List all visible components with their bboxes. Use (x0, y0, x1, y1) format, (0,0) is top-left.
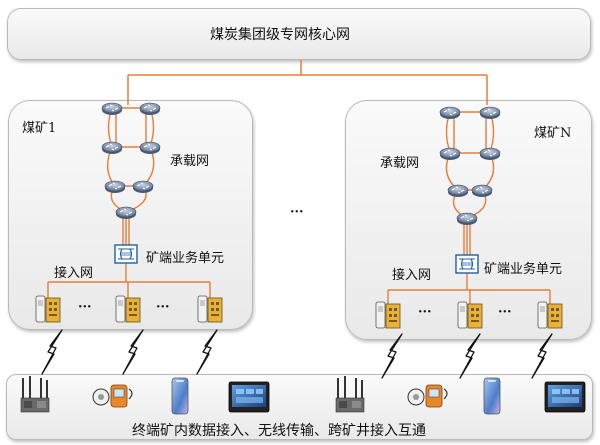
mine-1-ellipsis-b: ··· (156, 300, 170, 315)
wireless-bolt-5 (459, 333, 481, 379)
mine-n-router-6 (471, 184, 493, 198)
mine-1-router-2 (139, 102, 161, 116)
gateway-icon-1 (20, 375, 50, 413)
between-mines-ellipsis: ··· (290, 205, 304, 220)
mine-1-router-5 (104, 180, 126, 194)
mine-n-access-device-2 (457, 301, 483, 329)
mine-1-router-1 (101, 102, 123, 116)
mine-1-access-device-2 (115, 295, 141, 323)
wireless-bolt-2 (122, 329, 144, 375)
sensor-icon-2 (407, 384, 448, 408)
mine-n-access-device-3 (537, 301, 563, 329)
gateway-icon-2 (335, 375, 365, 413)
mine-n-router-3 (439, 147, 461, 161)
mine-1-access-device-3 (197, 295, 223, 323)
mine-1-unit-label: 矿端业务单元 (146, 251, 225, 266)
core-uplinks (127, 60, 488, 105)
core-network-box (7, 8, 591, 60)
mine-n-access-device-1 (375, 301, 401, 329)
mine-n-unit-icon (455, 254, 479, 274)
mine-1-access-device-1 (35, 295, 61, 323)
mine-n-router-4 (479, 147, 501, 161)
mine-1-router-6 (132, 180, 154, 194)
wireless-bolt-1 (41, 329, 63, 375)
smartphone-icon-1 (171, 377, 189, 415)
tablet-icon-1 (228, 381, 270, 413)
mine-n-router-5 (447, 184, 469, 198)
smartphone-icon-2 (483, 377, 501, 415)
mine-1-router-7 (115, 206, 137, 220)
mine-n-router-1 (439, 106, 461, 120)
mine-n-unit-label: 矿端业务单元 (484, 262, 563, 277)
wireless-bolt-6 (531, 333, 553, 379)
mine-n-access-label: 接入网 (392, 268, 432, 283)
mine-n-router-7 (456, 212, 478, 226)
wireless-bolt-3 (196, 329, 218, 375)
terminal-caption: 终端矿内数据接入、无线传输、跨矿井接入互通 (132, 423, 426, 439)
mine-1-access-label: 接入网 (54, 266, 94, 281)
mine-n-router-2 (479, 106, 501, 120)
mine-1-carrier-label: 承载网 (170, 154, 210, 169)
mine-1-router-4 (139, 141, 161, 155)
mine-1-label: 煤矿1 (22, 121, 57, 136)
core-network-label: 煤炭集团级专网核心网 (210, 27, 350, 43)
sensor-icon-1 (92, 384, 133, 408)
mine-n-label: 煤矿N (534, 126, 572, 141)
mine-n-carrier-label: 承载网 (380, 156, 420, 171)
tablet-icon-2 (544, 381, 586, 413)
mine-1-ellipsis-a: ··· (78, 300, 92, 315)
mine-1-unit-icon (114, 244, 138, 264)
wireless-bolt-4 (381, 333, 403, 379)
mine-n-ellipsis-a: ··· (418, 305, 432, 320)
mine-1-router-3 (101, 141, 123, 155)
mine-n-ellipsis-b: ··· (498, 305, 512, 320)
